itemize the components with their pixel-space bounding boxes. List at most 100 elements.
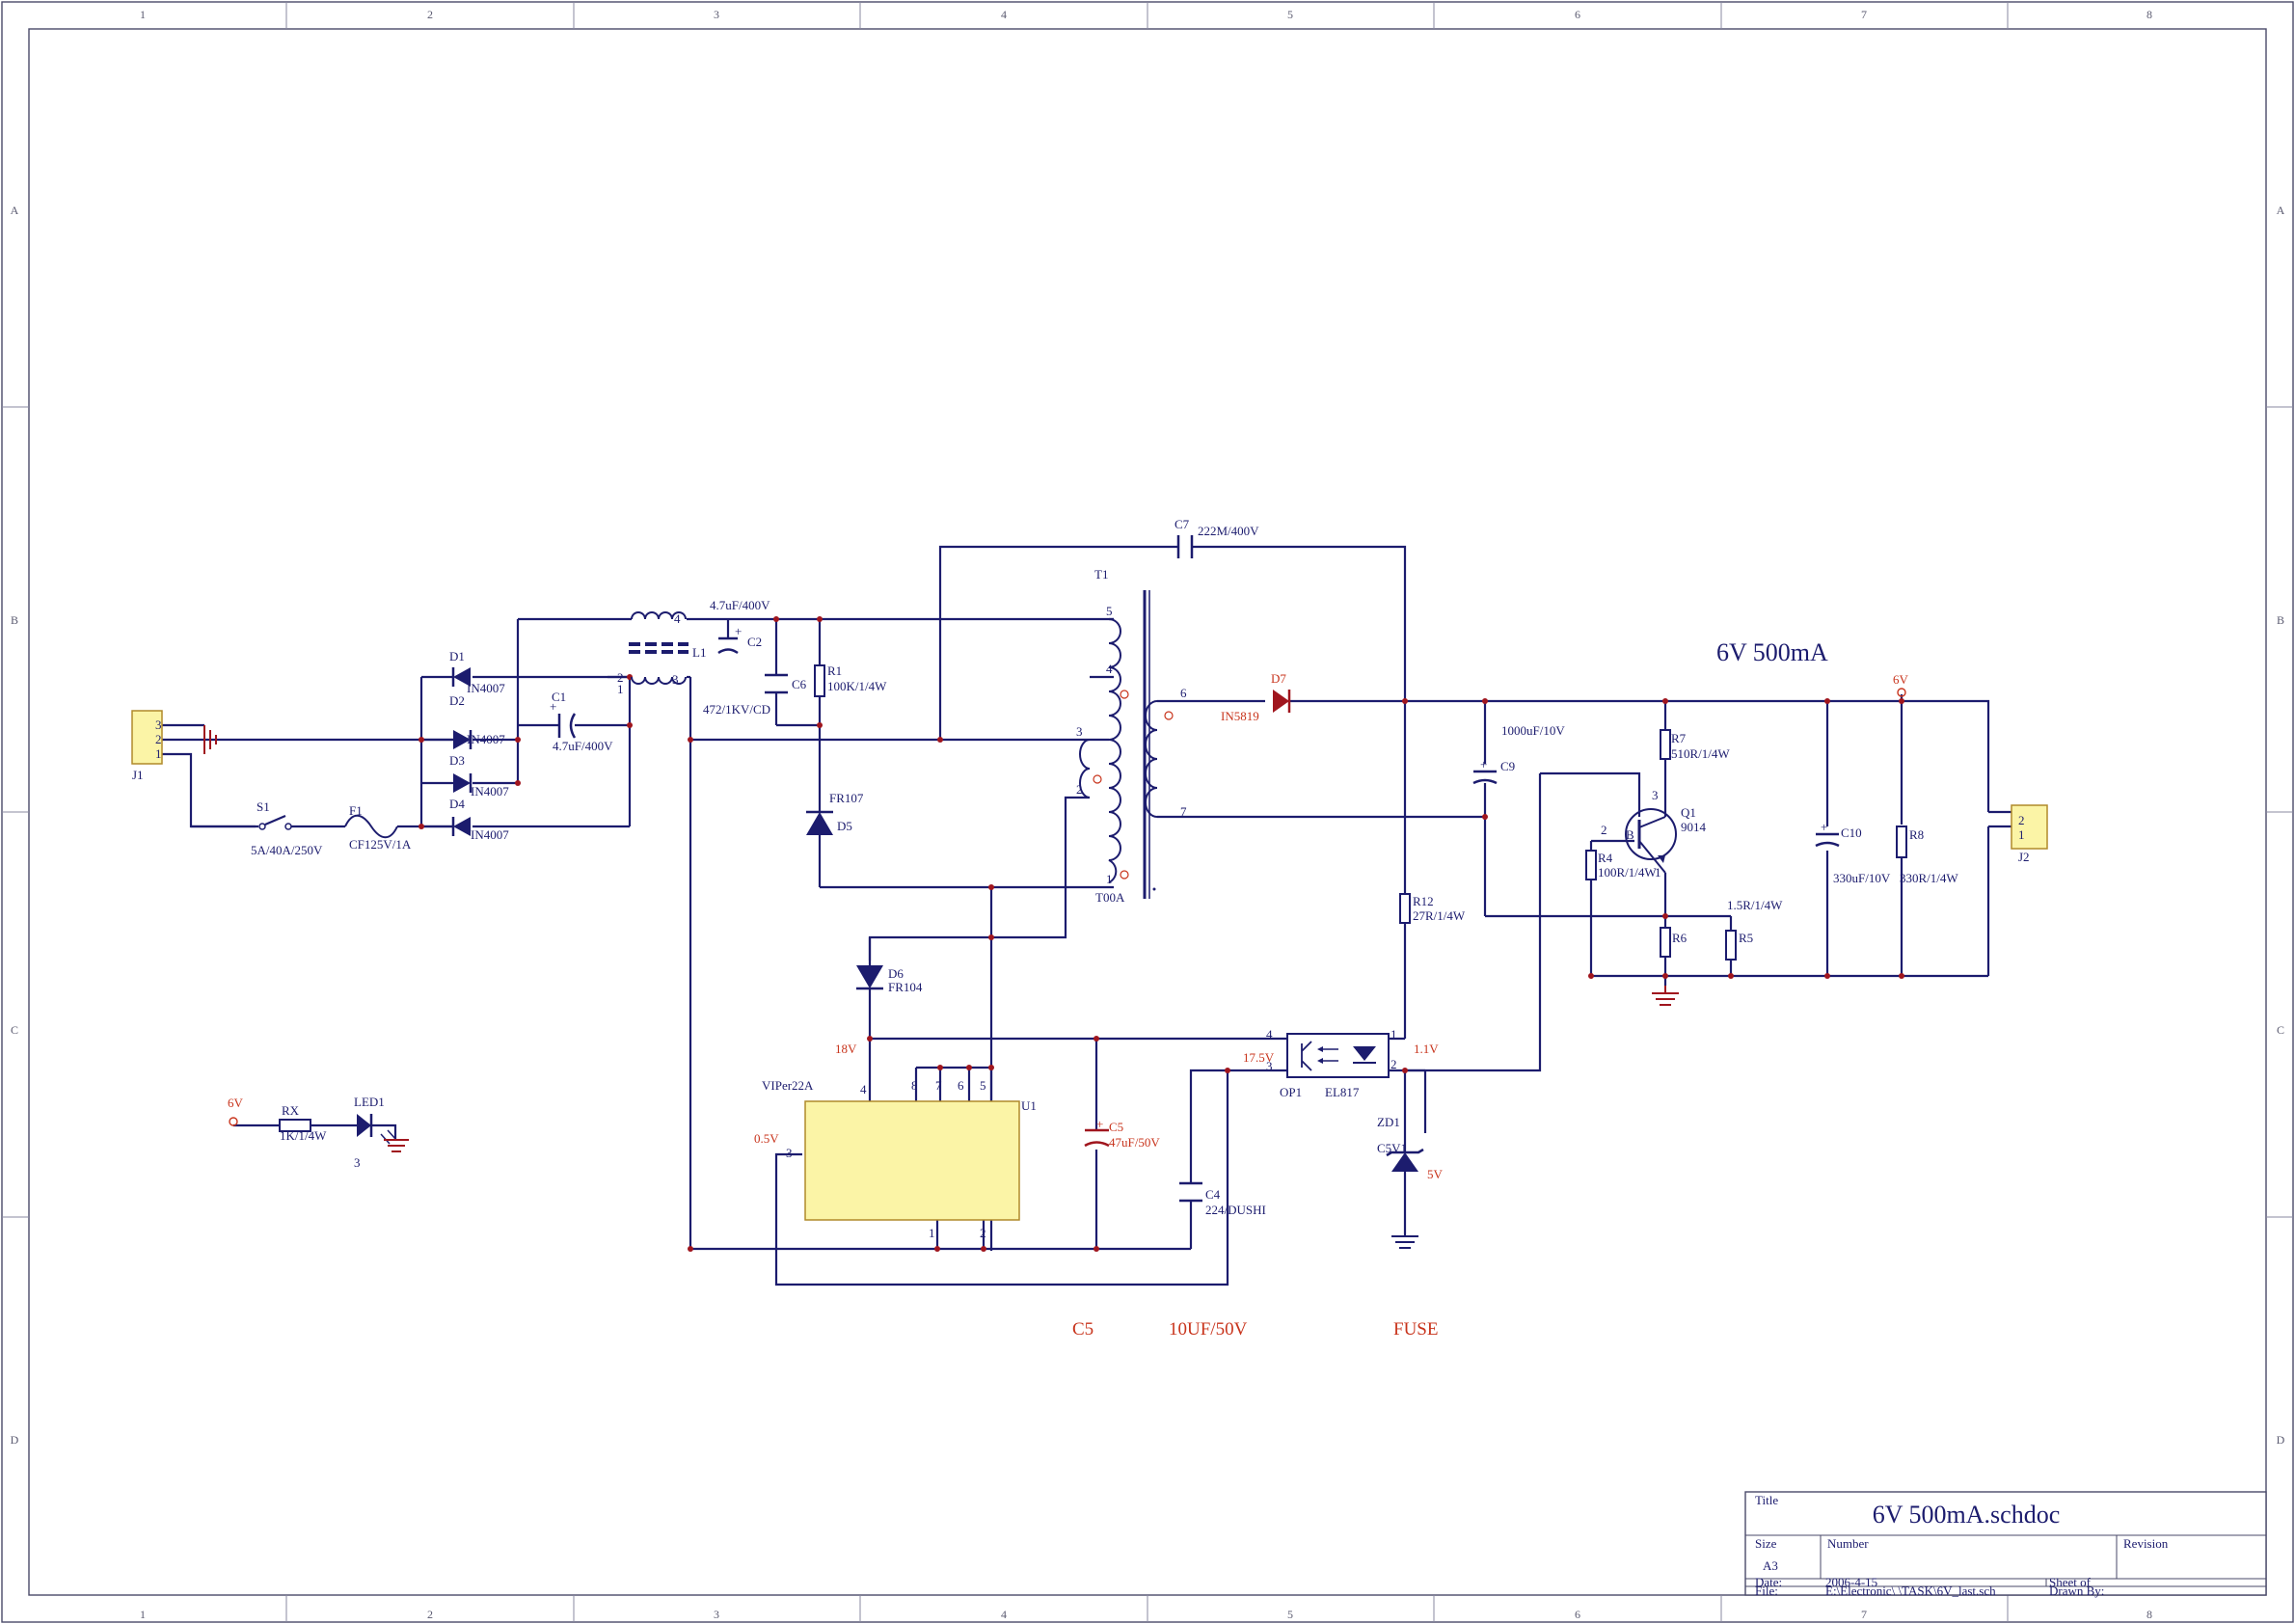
q1-value: 9014	[1681, 820, 1707, 834]
zone-col-bottom-8: 8	[2146, 1608, 2152, 1621]
zd1-value: C5V1	[1377, 1141, 1407, 1155]
u1-pin-1: 1	[929, 1226, 935, 1240]
op1-pin-2: 2	[1390, 1057, 1397, 1071]
q1-pin-3: 3	[1652, 788, 1659, 802]
r8-ref: R8	[1909, 827, 1924, 842]
c2-plus: +	[735, 624, 742, 638]
t1-ref: T1	[1094, 567, 1108, 582]
q1-pin-2: 2	[1601, 823, 1607, 837]
d4-ref: D4	[449, 797, 465, 811]
note-fuse: FUSE	[1393, 1319, 1438, 1340]
resistor-r8: R8 330R/1/4W	[1896, 826, 1958, 885]
t1-type: T00A	[1095, 890, 1125, 905]
resistor-r4: R4 100R/1/4W	[1585, 850, 1657, 880]
d2-value: IN4007	[467, 732, 505, 746]
resistor-r6: R6	[1660, 927, 1688, 958]
voltage-labels: 18V 17.5V 1.1V 0.5V 5V	[754, 1042, 1444, 1181]
c9-plus: +	[1480, 757, 1487, 771]
d1-ref: D1	[449, 649, 465, 663]
connector-j2: 2 1 J2	[2011, 804, 2048, 864]
c7-ref: C7	[1174, 517, 1190, 531]
fuse-f1: F1 CF125V/1A	[344, 803, 412, 852]
inductor-l1: 4 3 2 1 L1	[617, 611, 706, 696]
c9-value: 1000uF/10V	[1501, 723, 1565, 738]
u1-pin-8: 8	[911, 1078, 918, 1093]
c2-ref: C2	[747, 635, 762, 649]
number-label: Number	[1827, 1536, 1869, 1551]
c10-value: 330uF/10V	[1833, 871, 1891, 885]
headline: 6V 500mA	[1716, 638, 1828, 666]
v05-label: 0.5V	[754, 1131, 779, 1146]
drawn-by-label: Drawn By:	[2049, 1583, 2104, 1598]
zone-col-top-2: 2	[427, 8, 433, 21]
rx-ref: RX	[282, 1103, 300, 1118]
diode-d4: D4 IN4007	[449, 797, 509, 842]
u1-value: VIPer22A	[762, 1078, 814, 1093]
v5-label: 5V	[1427, 1167, 1444, 1181]
op1-value: EL817	[1325, 1085, 1360, 1099]
transformer-t1: T1 5 4 3 2 1 6 7 T00A	[1076, 567, 1187, 905]
l1-pin-2: 2	[617, 670, 624, 685]
zone-row-left-B: B	[11, 613, 18, 627]
zone-col-bottom-5: 5	[1287, 1608, 1293, 1621]
u1-pin-2: 2	[980, 1226, 986, 1240]
resistor-r5: R5 1.5R/1/4W	[1725, 898, 1783, 961]
capacitor-c6: C6 472/1KV/CD	[703, 673, 807, 717]
r8-value: 330R/1/4W	[1900, 871, 1958, 885]
j1-pin-2: 2	[155, 732, 162, 746]
j1-pin-3: 3	[155, 717, 162, 732]
zone-row-right-B: B	[2277, 613, 2284, 627]
capacitor-c4: C4 224/DUSHI	[1179, 1181, 1266, 1217]
size-label: Size	[1755, 1536, 1777, 1551]
l1-ref: L1	[692, 645, 706, 660]
t1-pin-1: 1	[1106, 872, 1113, 886]
capacitor-c7: C7 222M/400V	[1174, 517, 1259, 558]
switch-s1: S1 5A/40A/250V	[191, 799, 323, 857]
u1-pin-7: 7	[935, 1078, 942, 1093]
q1-ref: Q1	[1681, 805, 1696, 820]
d6-ref: D6	[888, 966, 904, 981]
zone-col-bottom-1: 1	[140, 1608, 146, 1621]
u1-pin-3: 3	[786, 1146, 793, 1160]
zener-zd1: ZD1 C5V1	[1377, 1115, 1424, 1172]
q1-pin-1: 1	[1655, 865, 1661, 880]
r1-ref: R1	[827, 663, 842, 678]
r4-value: 100R/1/4W	[1598, 865, 1657, 880]
date-value: 2006-4-15	[1825, 1575, 1877, 1589]
power-port-6v: 6V	[1893, 672, 1909, 697]
l1-pin-3: 3	[672, 672, 679, 687]
optocoupler-op1: 4 3 1 2 OP1 EL817	[1266, 1027, 1397, 1099]
t1-pin-2: 2	[1076, 782, 1083, 797]
d4-value: IN4007	[471, 827, 509, 842]
zone-row-left-D: D	[11, 1433, 19, 1447]
op1-pin-1: 1	[1390, 1027, 1397, 1042]
r12-ref: R12	[1413, 894, 1434, 908]
earth-ground-icon	[203, 725, 217, 754]
rx-value: 1K/1/4W	[280, 1128, 327, 1143]
diode-d6: D6 FR104	[856, 965, 923, 994]
zone-col-top-5: 5	[1287, 8, 1293, 21]
u1-pin-4: 4	[860, 1082, 867, 1096]
resistor-r1: R1 100K/1/4W	[814, 663, 887, 697]
t1-pin-3: 3	[1076, 724, 1083, 739]
title-block: Title 6V 500mA.schdoc Size A3 Number Rev…	[1744, 1491, 2267, 1598]
ic-u1: VIPer22A U1 4 8 7 6 5 3 1 2	[762, 1078, 1037, 1240]
zone-col-top-8: 8	[2146, 8, 2152, 21]
zd1-ref: ZD1	[1377, 1115, 1400, 1129]
size-value: A3	[1763, 1558, 1778, 1573]
c4-value: 224/DUSHI	[1205, 1203, 1266, 1217]
t1-pin-6: 6	[1180, 686, 1187, 700]
transistor-q1: B Q1 9014 3 2 1	[1601, 788, 1707, 880]
wires	[162, 545, 2012, 1286]
zone-col-top-4: 4	[1001, 8, 1007, 21]
zone-col-bottom-4: 4	[1001, 1608, 1007, 1621]
capacitor-c9: + C9 1000uF/10V	[1472, 723, 1565, 785]
r7-value: 510R/1/4W	[1671, 746, 1730, 761]
zener-ground-icon	[1391, 1235, 1418, 1249]
led1-pin: 3	[354, 1155, 361, 1170]
file-value: E:\Electronic\ \TASK\6V_last.sch	[1825, 1583, 1996, 1598]
zone-col-top-6: 6	[1575, 8, 1580, 21]
j2-ref: J2	[2018, 850, 2030, 864]
